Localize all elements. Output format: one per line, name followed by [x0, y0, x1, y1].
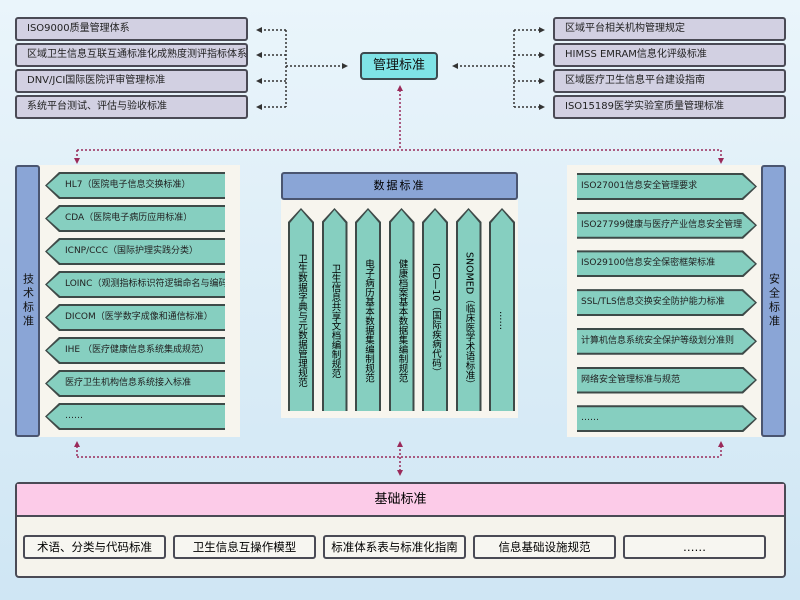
foundation-item: …… [623, 535, 766, 559]
technical-standards-title: 技术标准 [15, 165, 40, 437]
management-item: 区域医疗卫生信息平台建设指南 [553, 69, 786, 93]
data-item: 健康档案基本数据集编制规范 [388, 208, 415, 411]
management-item: 系统平台测试、评估与验收标准 [15, 95, 248, 119]
item-label: DICOM（医学数字成像和通信标准） [47, 306, 225, 329]
data-item: 卫生数据字典与元数据管理规范 [288, 208, 314, 411]
data-standards-title: 数据标准 [281, 172, 518, 200]
management-item: DNV/JCI国际医院评审管理标准 [15, 69, 248, 93]
item-label: IHE （医疗健康信息系统集成规范） [47, 339, 225, 362]
security-item: ISO29100信息安全保密框架标准 [577, 250, 757, 277]
item-label: SSL/TLS信息交换安全防护能力标准 [577, 291, 755, 314]
item-label: ICD—10（国际疾病代码） [424, 210, 446, 411]
foundation-item: 术语、分类与代码标准 [23, 535, 166, 559]
foundation-item: 信息基础设施规范 [473, 535, 616, 559]
technical-item: 医疗卫生机构信息系统接入标准 [45, 370, 225, 397]
item-label: ISO27001信息安全管理要求 [577, 175, 755, 198]
item-label: 卫生数据字典与元数据管理规范 [290, 210, 312, 411]
security-item: 网络安全管理标准与规范 [577, 367, 757, 394]
technical-item: DICOM（医学数字成像和通信标准） [45, 304, 225, 331]
security-standards-title: 安全标准 [761, 165, 786, 437]
management-item: 区域平台相关机构管理规定 [553, 17, 786, 41]
technical-item: HL7（医院电子信息交换标准） [45, 172, 225, 199]
item-label: LOINC（观测指标标识符逻辑命名与编码系统） [47, 273, 225, 296]
foundation-item: 标准体系表与标准化指南 [323, 535, 466, 559]
management-standards-title: 管理标准 [360, 52, 438, 80]
technical-item: …… [45, 403, 225, 430]
item-label: ISO29100信息安全保密框架标准 [577, 252, 755, 275]
management-item: ISO15189医学实验室质量管理标准 [553, 95, 786, 119]
data-item: 卫生信息共享文档编制规范 [321, 208, 348, 411]
item-label: HL7（医院电子信息交换标准） [47, 174, 225, 197]
item-label: ISO27799健康与医疗产业信息安全管理 [577, 214, 755, 237]
security-item: ISO27001信息安全管理要求 [577, 173, 757, 200]
foundation-item: 卫生信息互操作模型 [173, 535, 316, 559]
management-item: HIMSS EMRAM信息化评级标准 [553, 43, 786, 67]
foundation-panel: 基础标准 术语、分类与代码标准卫生信息互操作模型标准体系表与标准化指南信息基础设… [15, 482, 786, 578]
data-item: 电子病历基本数据集编制规范 [355, 208, 381, 411]
security-item: …… [577, 405, 757, 432]
foundation-standards-title: 基础标准 [17, 484, 784, 517]
management-item: 区域卫生信息互联互通标准化成熟度测评指标体系 [15, 43, 248, 67]
security-item: ISO27799健康与医疗产业信息安全管理 [577, 212, 757, 239]
security-item: SSL/TLS信息交换安全防护能力标准 [577, 289, 757, 316]
data-item: SNOMED（临床医学术语标准） [455, 208, 482, 411]
data-item: …… [489, 208, 515, 411]
item-label: CDA（医院电子病历应用标准） [47, 207, 225, 230]
item-label: 网络安全管理标准与规范 [577, 369, 755, 392]
technical-item: CDA（医院电子病历应用标准） [45, 205, 225, 232]
item-label: ICNP/CCC（国际护理实践分类） [47, 240, 225, 263]
item-label: 电子病历基本数据集编制规范 [357, 210, 379, 411]
management-item: ISO9000质量管理体系 [15, 17, 248, 41]
item-label: …… [577, 407, 755, 430]
technical-item: ICNP/CCC（国际护理实践分类） [45, 238, 225, 265]
security-item: 计算机信息系统安全保护等级划分准则 [577, 328, 757, 355]
item-label: …… [47, 405, 225, 428]
data-item: ICD—10（国际疾病代码） [422, 208, 448, 411]
item-label: 卫生信息共享文档编制规范 [323, 210, 346, 411]
item-label: 计算机信息系统安全保护等级划分准则 [577, 330, 755, 353]
item-label: …… [491, 210, 513, 411]
item-label: 医疗卫生机构信息系统接入标准 [47, 372, 225, 395]
item-label: 健康档案基本数据集编制规范 [390, 210, 413, 411]
technical-item: IHE （医疗健康信息系统集成规范） [45, 337, 225, 364]
item-label: SNOMED（临床医学术语标准） [457, 210, 480, 411]
technical-item: LOINC（观测指标标识符逻辑命名与编码系统） [45, 271, 225, 298]
